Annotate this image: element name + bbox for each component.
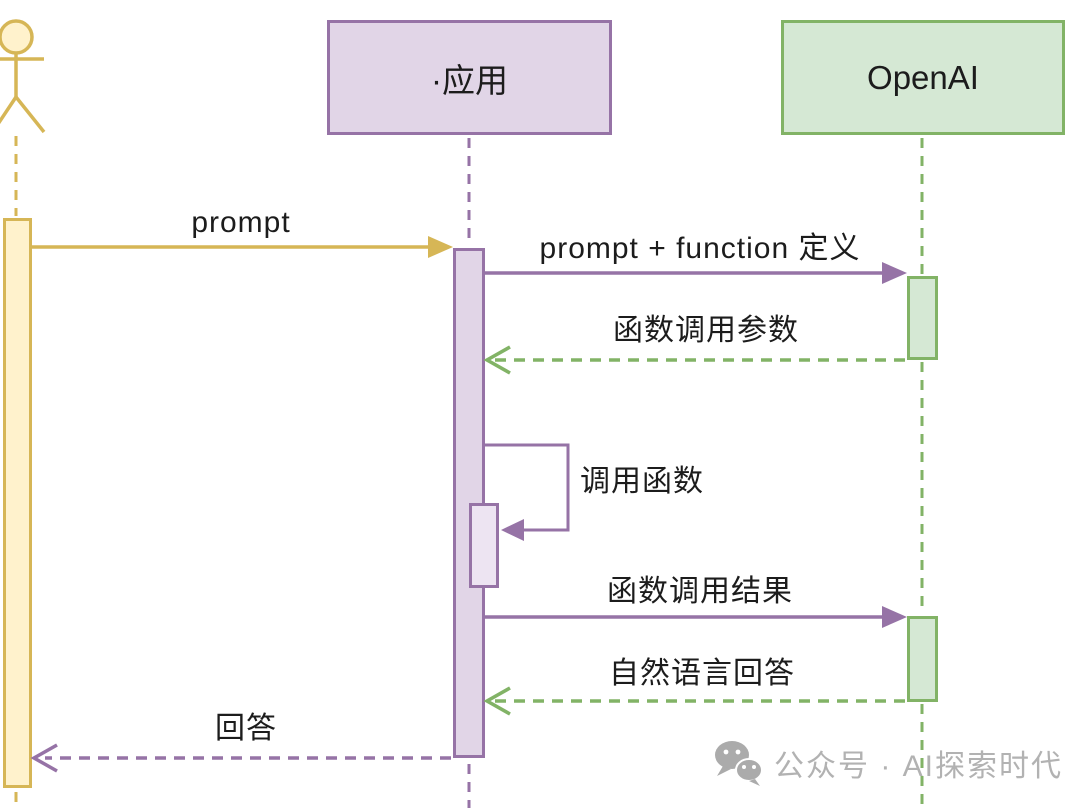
arrow-prompt-function-def xyxy=(485,262,907,284)
arrow-self-call xyxy=(485,443,570,541)
message-label-prompt-function-def: prompt + function 定义 xyxy=(539,232,861,265)
participant-openai-label: OpenAI xyxy=(867,58,979,96)
activation-bar-app-nested xyxy=(469,503,499,588)
watermark: 公众号 · AI探索时代 xyxy=(714,740,1063,786)
arrow-answer xyxy=(30,743,451,773)
arrow-prompt xyxy=(32,236,453,258)
arrow-function-call-result xyxy=(485,606,907,628)
message-label-function-call-params: 函数调用参数 xyxy=(613,314,799,347)
message-label-self-call: 调用函数 xyxy=(580,465,704,498)
activation-bar-user xyxy=(3,218,32,788)
message-label-prompt: prompt xyxy=(191,206,291,239)
message-label-function-call-result: 函数调用结果 xyxy=(607,575,793,608)
wechat-icon xyxy=(715,741,763,786)
participant-openai: OpenAI xyxy=(781,20,1065,135)
arrow-natural-language-answer xyxy=(483,686,905,716)
activation-bar-openai-1 xyxy=(907,276,938,360)
participant-app: ·应用 xyxy=(327,20,612,135)
message-label-natural-language-answer: 自然语言回答 xyxy=(609,657,795,690)
activation-bar-openai-2 xyxy=(907,616,938,702)
watermark-text: 公众号 · AI探索时代 xyxy=(774,750,1064,783)
participant-app-label: ·应用 xyxy=(431,61,508,99)
message-label-answer: 回答 xyxy=(215,712,277,745)
arrow-function-call-params xyxy=(483,345,905,375)
actor-icon xyxy=(0,19,46,134)
